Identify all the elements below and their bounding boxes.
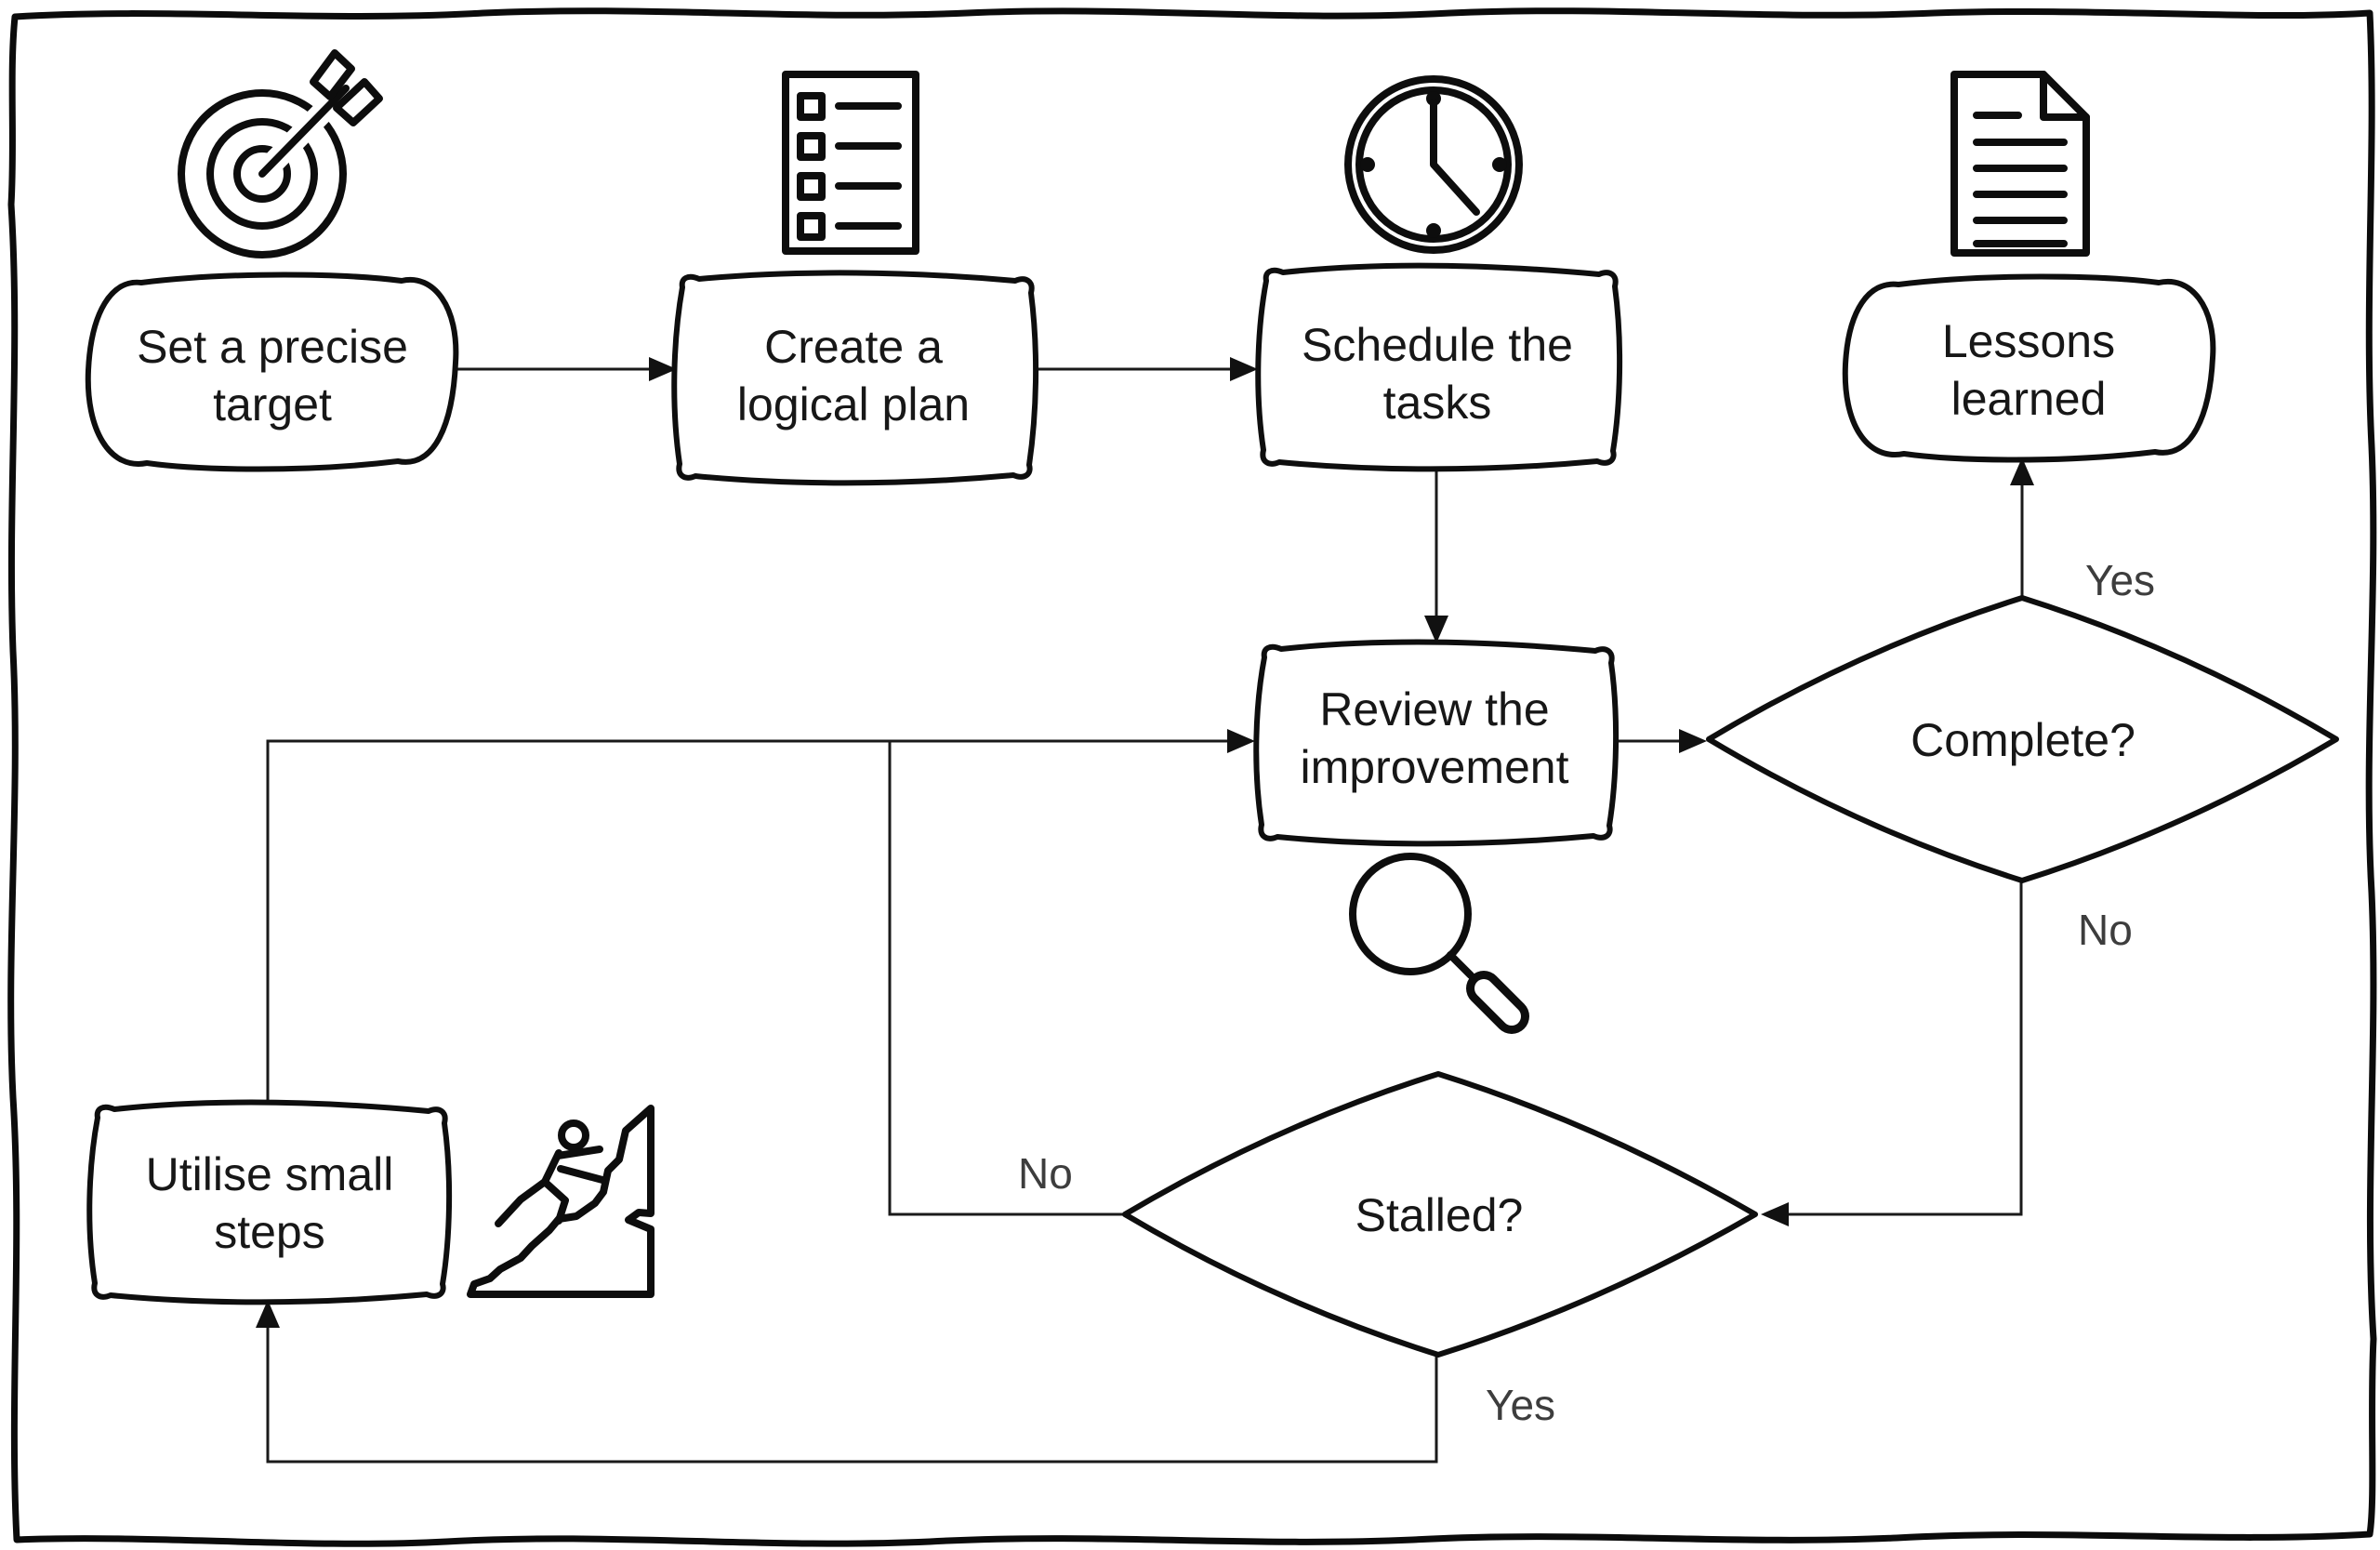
process-shape <box>1255 262 1623 472</box>
node-label: Utilise small <box>146 1148 394 1200</box>
node-set-a-precise-target: Set a precise target <box>85 272 459 472</box>
edge-complete-no <box>1787 881 2023 1216</box>
process-shape <box>671 270 1039 486</box>
node-lessons-learned: Lessons learned <box>1842 273 2216 463</box>
node-label: Complete? <box>1911 714 2135 766</box>
arrowhead-right-icon <box>1227 729 1255 753</box>
climber-icon <box>467 1105 654 1298</box>
edge-stalled-no <box>888 741 1123 1216</box>
node-stalled-decision: Stalled? <box>1122 1071 1758 1358</box>
edge-utilise-to-review <box>266 739 1229 1105</box>
node-label: improvement <box>1301 741 1569 793</box>
edge-label-stalled-yes: Yes <box>1486 1381 1555 1429</box>
arrowhead-right-icon <box>1679 729 1707 753</box>
process-shape <box>1253 639 1620 847</box>
clock-icon <box>1344 75 1523 254</box>
edge-label-complete-yes: Yes <box>2085 556 2155 604</box>
node-label: Schedule the <box>1302 319 1573 371</box>
node-complete-decision: Complete? <box>1706 595 2339 883</box>
arrowhead-right-icon <box>649 357 677 381</box>
sketch-frame-border <box>7 7 2377 1547</box>
node-label: Lessons <box>1942 315 2115 367</box>
node-schedule-the-tasks: Schedule the tasks <box>1255 262 1623 472</box>
edge-label-stalled-no: No <box>1018 1149 1073 1198</box>
node-review-the-improvement: Review the improvement <box>1253 639 1620 847</box>
node-label: Review the <box>1319 683 1549 735</box>
arrowhead-up-icon <box>256 1300 280 1328</box>
decision-diamond-shape <box>1706 595 2339 883</box>
node-label: learned <box>1951 373 2107 425</box>
target-icon <box>178 49 383 258</box>
node-label: logical plan <box>737 378 970 431</box>
terminator-shape <box>85 272 459 472</box>
node-label: steps <box>214 1206 325 1258</box>
node-label: Create a <box>764 321 943 373</box>
node-label: tasks <box>1383 377 1492 429</box>
document-icon <box>1950 71 2090 257</box>
checklist-icon <box>782 71 919 255</box>
edge-stalled-yes <box>266 1328 1438 1464</box>
node-label: target <box>213 378 332 431</box>
connector-lines <box>256 357 2034 1464</box>
decision-diamond-shape <box>1122 1071 1758 1358</box>
node-create-a-logical-plan: Create a logical plan <box>671 270 1039 486</box>
node-label: Set a precise <box>137 321 408 373</box>
arrowhead-right-icon <box>1230 357 1258 381</box>
node-label: Stalled? <box>1355 1189 1524 1241</box>
terminator-shape <box>1842 273 2216 463</box>
edge-label-complete-no: No <box>2078 906 2133 954</box>
arrowhead-left-icon <box>1761 1202 1789 1226</box>
process-shape <box>86 1099 453 1305</box>
arrowhead-down-icon <box>1424 616 1448 643</box>
node-utilise-small-steps: Utilise small steps <box>86 1099 453 1305</box>
magnifier-icon <box>1349 853 1529 1034</box>
arrowhead-up-icon <box>2010 457 2034 485</box>
